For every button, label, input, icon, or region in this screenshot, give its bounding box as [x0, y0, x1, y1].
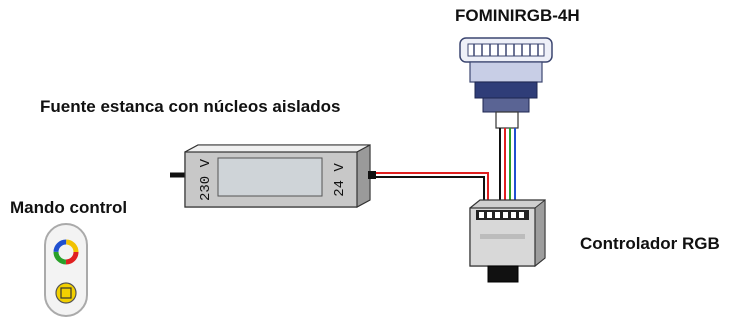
power-button-icon	[55, 282, 77, 304]
rgb-light-fixture	[459, 37, 553, 129]
remote-label: Mando control	[10, 198, 128, 217]
power-supply-unit: 230 V 24 V	[170, 144, 376, 208]
positive-wire	[376, 172, 489, 200]
negative-wire	[376, 176, 485, 200]
remote-control	[44, 223, 88, 317]
power-supply-label: Fuente estanca con núcleos aislados	[40, 97, 341, 116]
controller-label: Controlador RGB	[580, 234, 720, 253]
output-voltage-marking: 24 V	[332, 163, 348, 197]
input-voltage-marking: 230 V	[198, 158, 214, 201]
device-label: FOMINIRGB-4H	[455, 6, 580, 25]
rgb-controller	[469, 198, 546, 283]
